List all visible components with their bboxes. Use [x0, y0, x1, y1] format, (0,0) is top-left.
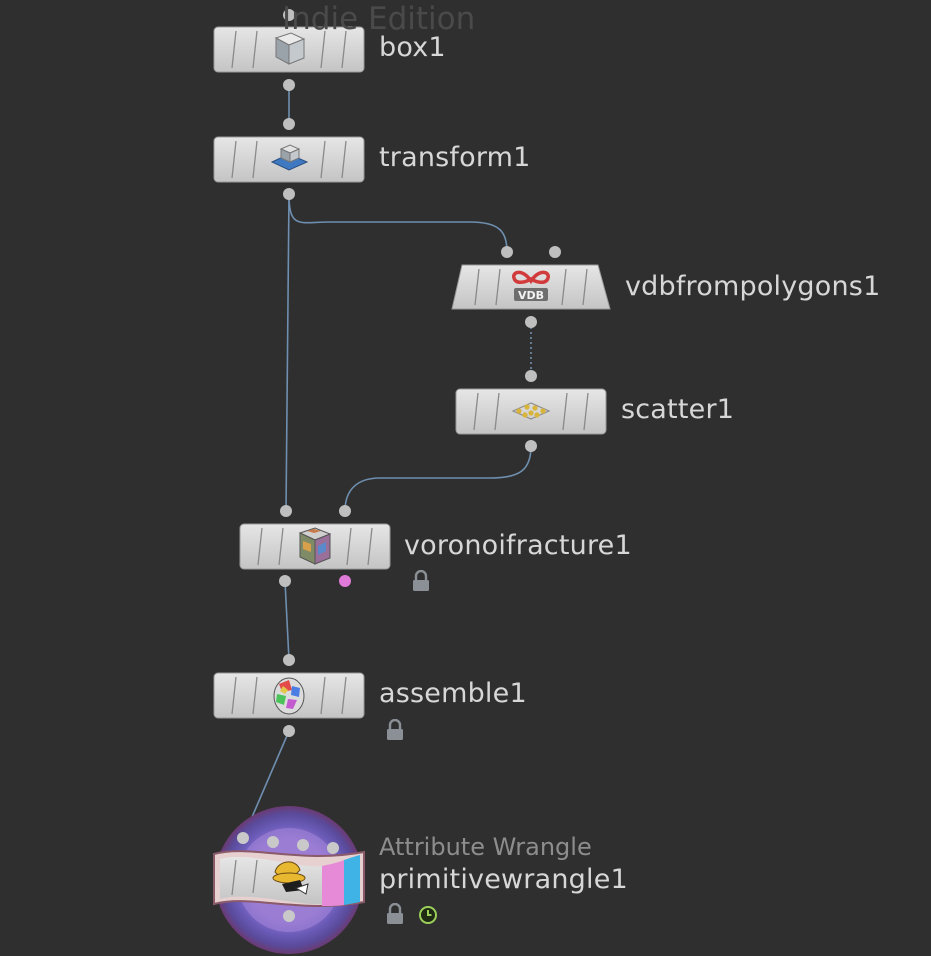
- render-flag[interactable]: [322, 860, 344, 906]
- transform-icon: [270, 144, 309, 171]
- input-connector[interactable]: [267, 836, 279, 848]
- node-type-label-primitivewrangle1: Attribute Wrangle: [379, 833, 592, 861]
- node-label-box1[interactable]: box1: [379, 32, 446, 63]
- secondary-output-connector[interactable]: [339, 575, 351, 587]
- edition-watermark: Indie Edition: [282, 1, 476, 37]
- wrangle-icon: [272, 861, 309, 895]
- time-dependent-clock-icon: [419, 906, 437, 924]
- input-connector[interactable]: [339, 505, 351, 517]
- output-connector[interactable]: [279, 575, 291, 587]
- wires: [242, 85, 532, 839]
- node-assemble1[interactable]: [213, 654, 365, 737]
- node-primitivewrangle1[interactable]: [213, 806, 365, 954]
- input-connector[interactable]: [283, 118, 295, 130]
- node-voronoifracture1[interactable]: [239, 505, 391, 587]
- input-connector[interactable]: [549, 246, 561, 258]
- input-connector[interactable]: [327, 842, 339, 854]
- node-scatter1[interactable]: [455, 370, 607, 452]
- node-label-vdbfrompolygons1[interactable]: vdbfrompolygons1: [625, 271, 881, 302]
- input-connector[interactable]: [283, 654, 295, 666]
- node-label-primitivewrangle1[interactable]: primitivewrangle1: [379, 864, 628, 895]
- assemble-icon: [273, 677, 305, 715]
- node-label-assemble1[interactable]: assemble1: [379, 678, 527, 709]
- display-flag[interactable]: [344, 855, 360, 905]
- output-connector[interactable]: [283, 910, 295, 922]
- input-connector[interactable]: [297, 839, 309, 851]
- voronoi-icon: [298, 527, 332, 565]
- output-connector[interactable]: [283, 725, 295, 737]
- node-label-scatter1[interactable]: scatter1: [621, 394, 735, 425]
- node-transform1[interactable]: [213, 118, 365, 200]
- lock-icon[interactable]: [385, 903, 405, 925]
- input-connector[interactable]: [525, 370, 537, 382]
- box-icon: [274, 32, 306, 65]
- input-connector[interactable]: [501, 246, 513, 258]
- scatter-icon: [511, 402, 551, 420]
- vdb-icon-text: VDB: [518, 289, 544, 302]
- lock-icon[interactable]: [411, 570, 431, 592]
- node-label-transform1[interactable]: transform1: [379, 142, 531, 173]
- wire-transform1-voronoifracture1[interactable]: [285, 193, 290, 512]
- output-connector[interactable]: [283, 79, 295, 91]
- input-connector[interactable]: [283, 9, 295, 21]
- lock-icon[interactable]: [385, 719, 405, 741]
- input-connector[interactable]: [280, 505, 292, 517]
- node-label-voronoifracture1[interactable]: voronoifracture1: [404, 530, 632, 561]
- node-box1[interactable]: [213, 9, 365, 91]
- wire-voronoifracture1-assemble1[interactable]: [284, 580, 290, 661]
- vdb-icon: VDB: [512, 270, 550, 302]
- input-connector[interactable]: [237, 832, 249, 844]
- wire-transform1-vdbfrompolygons1[interactable]: [288, 193, 508, 253]
- output-connector[interactable]: [283, 188, 295, 200]
- output-connector[interactable]: [525, 440, 537, 452]
- node-vdbfrompolygons1[interactable]: VDB: [451, 246, 611, 328]
- output-connector[interactable]: [525, 316, 537, 328]
- wire-scatter1-voronoifracture1[interactable]: [344, 445, 532, 512]
